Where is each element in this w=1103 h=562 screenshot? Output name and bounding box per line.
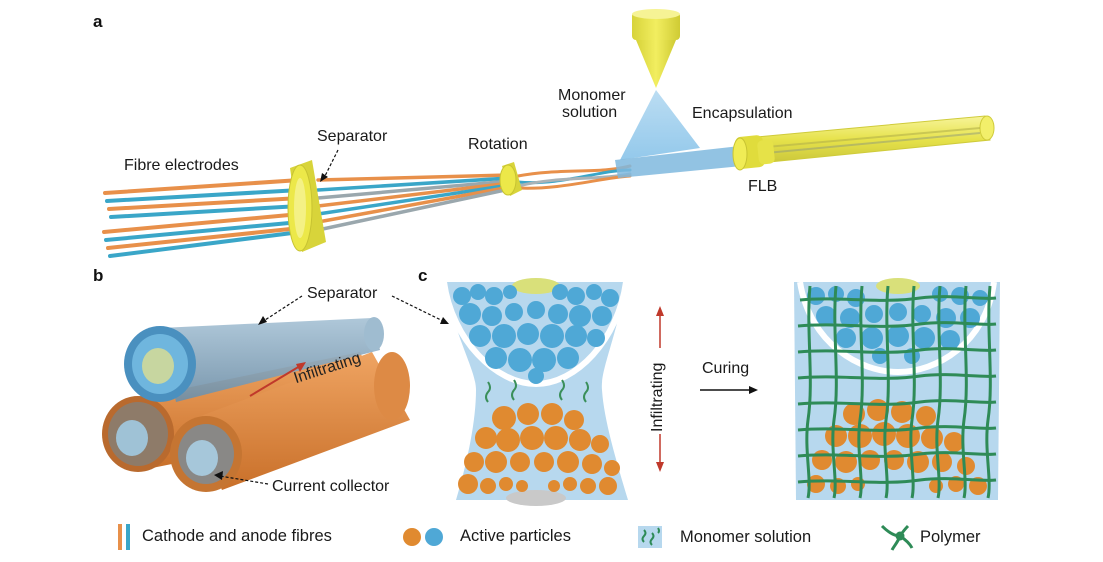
label-monomer-line2: solution	[562, 104, 618, 121]
monomer-nozzle	[632, 9, 680, 88]
label-current-collector: Current collector	[272, 478, 390, 495]
polymer-legend-icon	[880, 524, 914, 551]
fibres-legend-icon	[118, 524, 130, 550]
separator-ring	[287, 160, 326, 252]
label-rotation: Rotation	[468, 136, 528, 153]
legend-particles: Active particles	[460, 527, 571, 545]
label-separator-a: Separator	[317, 128, 388, 145]
current-collector-pointer	[219, 475, 269, 485]
legend-fibres: Cathode and anode fibres	[142, 527, 332, 545]
monomer-squiggles	[485, 379, 589, 403]
monomer-spray	[620, 90, 700, 160]
blue-particles	[453, 284, 619, 384]
label-flb: FLB	[748, 178, 778, 195]
separator-pointer	[323, 149, 339, 179]
rotation-ring	[499, 162, 522, 196]
particles-legend-icon	[403, 528, 443, 546]
panel-label-a: a	[93, 12, 103, 31]
orange-particles	[458, 403, 620, 495]
flb-collar	[732, 135, 775, 171]
anode-fibre-top	[124, 317, 384, 402]
label-separator-b: Separator	[307, 285, 378, 302]
infiltrating-arrow-c	[656, 306, 664, 472]
label-fibre-electrodes: Fibre electrodes	[124, 157, 239, 174]
cured-cell	[794, 278, 1000, 500]
infiltrating-arrow-b	[249, 365, 301, 397]
coated-fibre	[615, 146, 742, 178]
panel-label-b: b	[93, 266, 104, 285]
label-curing: Curing	[702, 360, 750, 377]
label-encapsulation: Encapsulation	[692, 105, 793, 122]
panel-label-c: c	[418, 266, 428, 285]
fibre-bundle	[102, 164, 632, 258]
flb-encapsulated-fibre	[744, 115, 995, 165]
legend-polymer: Polymer	[920, 528, 981, 546]
cathode-fibre-right	[170, 352, 410, 492]
legend-monomer: Monomer solution	[680, 528, 812, 546]
label-monomer-line1: Monomer	[558, 87, 626, 104]
separator-pointer-b	[261, 295, 303, 323]
polymer-mesh	[797, 285, 997, 499]
monomer-legend-icon	[638, 526, 662, 548]
pre-curing-cell	[441, 278, 629, 506]
